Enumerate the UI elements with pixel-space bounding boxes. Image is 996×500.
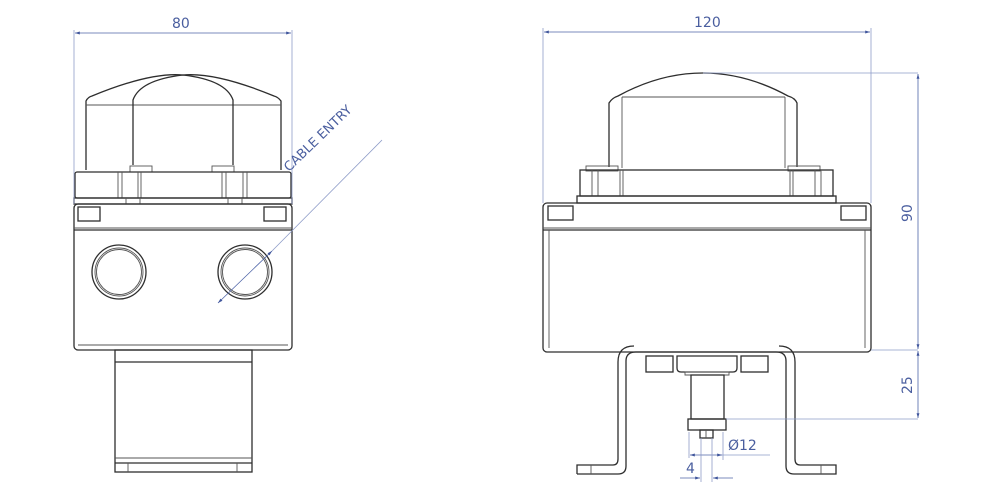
- cable-entry-left: [91, 244, 147, 300]
- cable-entry-right: [217, 244, 273, 300]
- dim-width-side: 120: [694, 15, 721, 31]
- dim-bracket-height: 25: [900, 376, 916, 394]
- dim-width-front: 80: [172, 16, 190, 32]
- dim-shaft-diameter: Ø12: [728, 438, 757, 454]
- dim-height-side: 90: [900, 204, 916, 222]
- dim-tab-width: 4: [686, 461, 695, 477]
- side-view: [542, 28, 920, 482]
- front-view: [73, 30, 383, 473]
